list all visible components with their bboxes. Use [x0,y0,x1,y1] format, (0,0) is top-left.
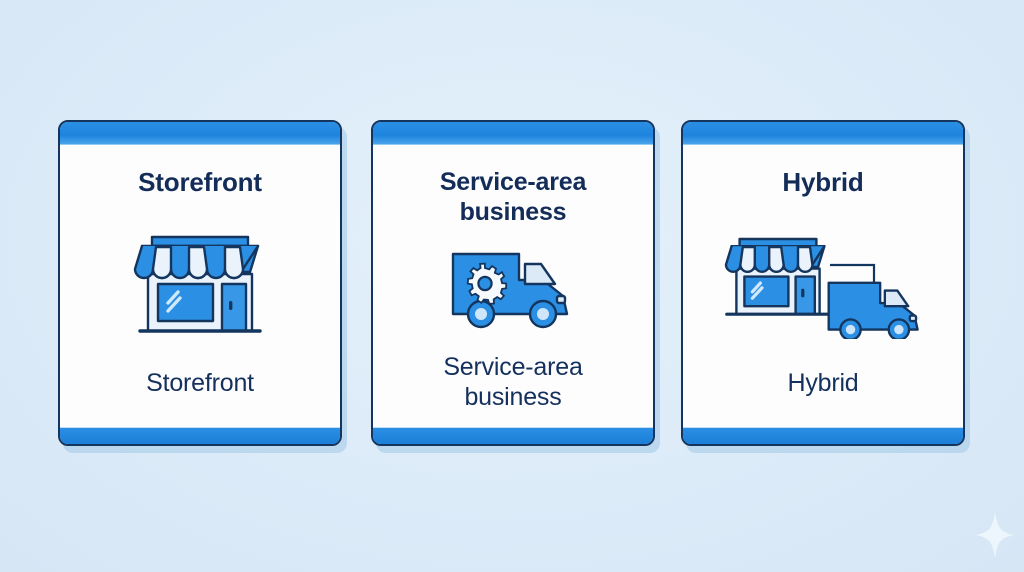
card-title-line-2: business [459,198,567,226]
card-title-line-1: Service-area [439,168,587,196]
card-icon [699,197,947,368]
card-header-strip [60,122,340,145]
card-footer-strip [60,427,340,444]
card-caption: Hybrid [787,369,859,397]
card-icon [76,197,324,368]
storefront-icon [133,235,262,333]
card-storefront[interactable]: Storefront [58,120,342,446]
card-title: Hybrid [782,167,864,197]
card-body: Service-area business [373,145,653,444]
card-footer-strip [373,427,653,444]
card-header-strip [683,122,963,145]
card-body: Hybrid [683,145,963,444]
card-hybrid[interactable]: Hybrid [681,120,965,446]
card-caption-line-1: Service-area [443,353,583,381]
card-caption: Storefront [146,369,254,397]
card-service-area-business[interactable]: Service-area business [371,120,655,446]
service-van-gear-icon [451,252,569,328]
card-body: Storefront [60,145,340,444]
card-caption: Service-area business [443,352,583,412]
card-title: Storefront [138,167,262,197]
card-title: Service-area business [439,167,587,227]
card-caption-line-2: business [464,383,562,411]
card-footer-strip [683,427,963,444]
card-icon [389,227,637,352]
card-header-strip [373,122,653,145]
storefront-plus-van-icon [724,237,919,339]
